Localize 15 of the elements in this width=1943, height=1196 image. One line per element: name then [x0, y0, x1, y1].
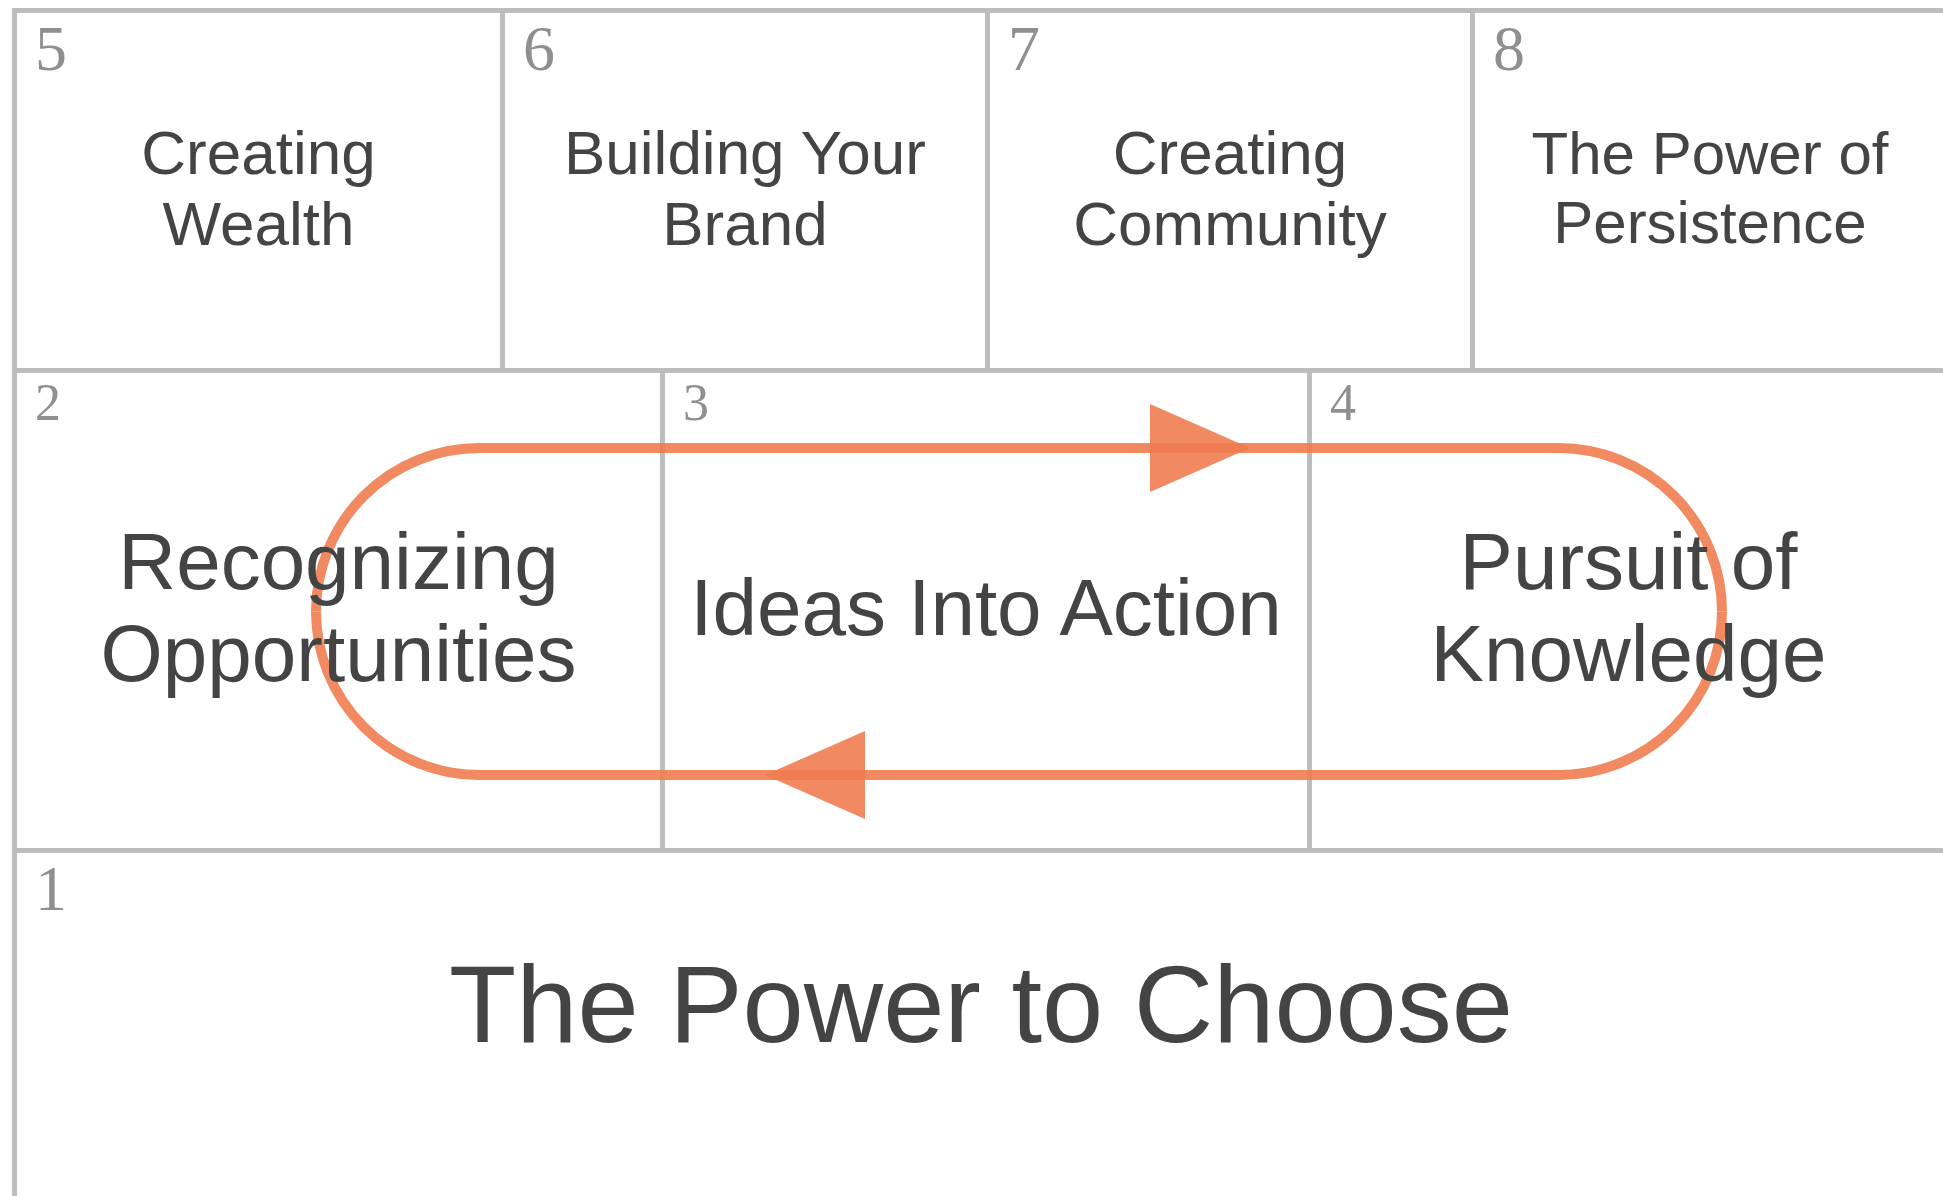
step-number: 7 — [1008, 17, 1040, 81]
step-number: 3 — [683, 377, 709, 429]
step-number: 1 — [35, 857, 67, 921]
step-number: 4 — [1330, 377, 1356, 429]
cell-title: Creating Wealth — [140, 116, 377, 259]
step-number: 8 — [1493, 17, 1525, 81]
cell-title: Building Your Brand — [563, 116, 927, 259]
cell-title: The Power of Persistence — [1530, 118, 1890, 257]
step-number: 2 — [35, 377, 61, 429]
step-number: 6 — [523, 17, 555, 81]
arrow — [660, 404, 1727, 612]
cell-title: The Power to Choose — [449, 940, 1513, 1067]
step-number: 5 — [35, 17, 67, 81]
cell-title: Ideas Into Action — [690, 561, 1282, 654]
cell-title: Creating Community — [1072, 116, 1388, 259]
